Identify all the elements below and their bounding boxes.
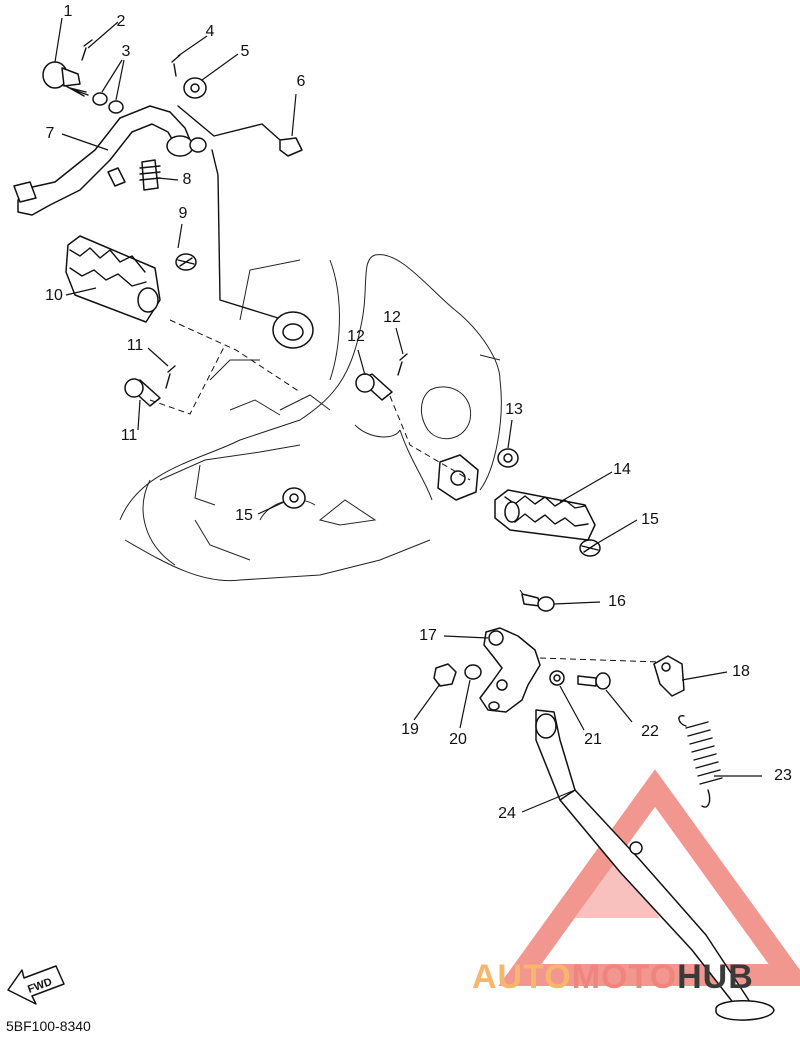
o-ring-pair [92, 92, 124, 114]
callout-6: 6 [297, 73, 306, 90]
footrest-pin-left [124, 365, 176, 407]
stand-spring [678, 715, 723, 808]
stand-bolt [521, 593, 555, 612]
footrest-left [65, 235, 161, 323]
watermark-hub: HUB [677, 958, 754, 996]
watermark-text: AUTOMOTOHUB [472, 958, 754, 996]
watermark-logo-triangle [498, 769, 800, 986]
callout-1: 7 [46, 125, 55, 142]
cotter-pin [81, 39, 181, 77]
watermark-moto: MOTO [572, 958, 677, 996]
callout-12-right: 12 [383, 309, 401, 326]
callout-4: 4 [206, 23, 215, 40]
fwd-arrow: FWD [7, 965, 65, 1005]
stand-collar [549, 670, 565, 686]
callout-18: 18 [732, 663, 750, 680]
collar-right [497, 448, 519, 468]
leader-lines [54, 17, 762, 813]
callout-3: 3 [122, 43, 131, 60]
watermark-auto: AUTO [472, 958, 572, 996]
pivot-bolt [42, 61, 89, 97]
footrest-spring [175, 253, 197, 271]
callout-10: 10 [45, 287, 63, 304]
callout-23: 17 [419, 627, 437, 644]
footrest-right [494, 489, 596, 541]
brake-rod-eye [272, 311, 314, 349]
stand-pivot-bolt [577, 672, 611, 690]
callout-24: 16 [608, 593, 626, 610]
footrest-spring-right [579, 539, 601, 557]
callout-16: 24 [498, 805, 516, 822]
callout-15-right: 13 [505, 401, 523, 418]
callout-11-left: 11 [121, 427, 138, 444]
spring-hook-plate [653, 655, 685, 697]
callout-21: 20 [449, 731, 467, 748]
callout-12-left: 11 [127, 337, 144, 354]
callout-20: 21 [584, 731, 602, 748]
callout-13: 15 [641, 511, 659, 528]
callout-labels: 1 2 3 4 5 6 7 8 9 10 11 11 12 12 13 14 1… [45, 3, 792, 822]
clevis-pin [279, 137, 303, 157]
callout-17: 23 [774, 767, 792, 784]
sidestand [535, 709, 775, 1021]
collar-left [282, 487, 306, 509]
diagram-code: 5BF100-8340 [6, 1018, 91, 1034]
footrest-pin-right [355, 353, 408, 401]
callout-11-right: 12 [347, 328, 365, 345]
callout-9: 14 [613, 461, 631, 478]
stand-bracket [479, 627, 541, 713]
callout-8: 2 [117, 13, 126, 30]
pedal-spring [139, 159, 161, 191]
stand-washer [464, 664, 482, 680]
callout-2: 1 [64, 3, 73, 20]
callout-7: 5 [241, 43, 250, 60]
callout-22: 19 [401, 721, 419, 738]
frame-outline [119, 254, 502, 582]
brake-pedal [13, 105, 207, 216]
footrest-bracket-right [437, 454, 479, 501]
washer [183, 77, 207, 99]
callout-19: 22 [641, 723, 659, 740]
callout-5: 8 [183, 171, 192, 188]
callout-14: 9 [179, 205, 188, 222]
callout-15-left: 15 [235, 507, 253, 524]
stand-nut [433, 663, 457, 687]
